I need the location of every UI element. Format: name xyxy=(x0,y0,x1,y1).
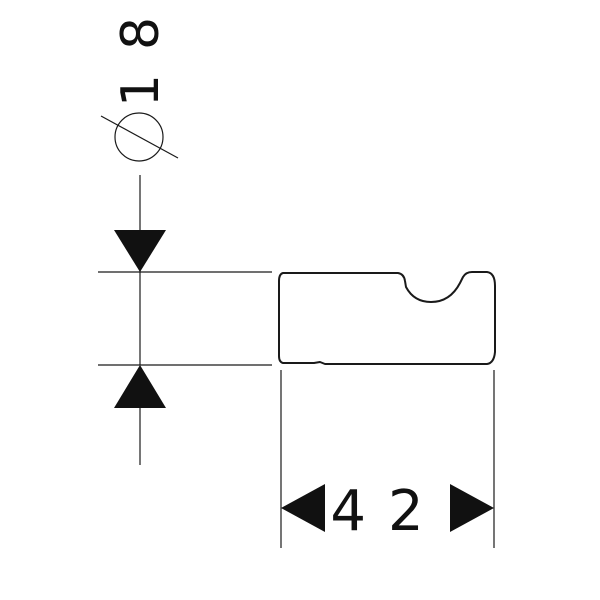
height-dimension-value: 18 xyxy=(111,0,171,107)
height-arrow-down-icon xyxy=(114,230,166,272)
width-dimension: 42 xyxy=(280,370,495,548)
hook-outline xyxy=(278,271,496,365)
width-dimension-value: 42 xyxy=(330,479,445,544)
height-dimension xyxy=(98,175,272,465)
height-arrow-up-icon xyxy=(114,365,166,408)
width-arrow-left-icon xyxy=(281,484,325,532)
diameter-symbol-icon xyxy=(100,112,179,162)
width-arrow-right-icon xyxy=(450,484,494,532)
